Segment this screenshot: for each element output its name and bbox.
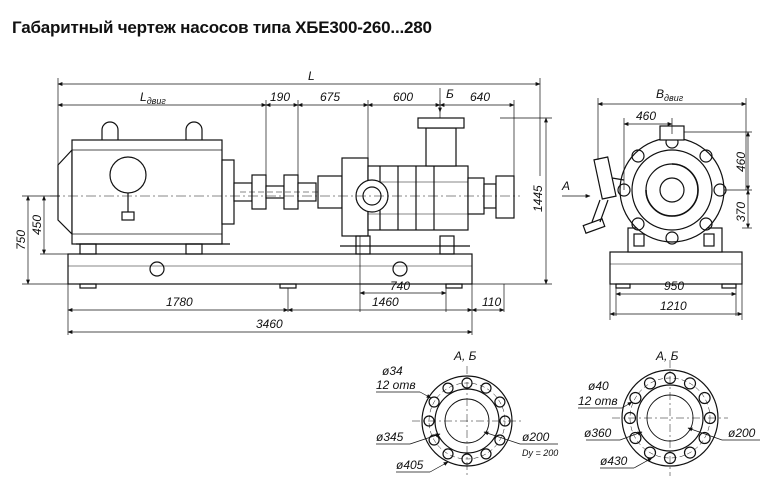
label-3460: 3460 — [256, 317, 283, 331]
flange-1 — [412, 366, 522, 476]
base-hole-right — [392, 261, 408, 277]
flange-2-labels: А, Б ø40 12 отв ø360 ø430 ø200 — [578, 349, 756, 468]
flange-1-d405: ø405 — [396, 458, 424, 472]
label-L-motor: Lдвиг — [140, 90, 166, 106]
flange-1-d200: ø200 — [522, 430, 550, 444]
label-750: 750 — [14, 230, 28, 250]
label-740: 740 — [390, 279, 410, 293]
flange-2-title: А, Б — [655, 349, 679, 363]
label-190: 190 — [270, 90, 290, 104]
base-hole-left — [149, 261, 165, 277]
end-casing — [619, 137, 725, 243]
label-1445: 1445 — [531, 185, 545, 212]
side-view — [50, 117, 520, 289]
flange-1-leaders — [376, 391, 558, 473]
label-950: 950 — [664, 279, 684, 293]
label-L: L — [308, 69, 315, 83]
coupling — [233, 174, 320, 210]
flange-2-d360: ø360 — [584, 426, 612, 440]
drawing-title: Габаритный чертеж насосов типа ХБЕ300-26… — [12, 18, 432, 37]
flange-2 — [612, 360, 728, 476]
label-arrow-b: Б — [446, 87, 454, 101]
label-460-height: 460 — [734, 152, 748, 172]
flange-2-holes: 12 отв — [578, 394, 618, 408]
flange-2-leaders — [578, 401, 760, 469]
side-dimension-labels: L Lдвиг 190 675 600 Б 640 1445 750 450 7… — [14, 69, 545, 331]
label-B-motor: Bдвиг — [656, 87, 684, 103]
motor — [57, 121, 235, 255]
label-370: 370 — [734, 202, 748, 222]
flange-1-labels: А, Б ø34 12 отв ø345 ø405 ø200 Dy = 200 — [376, 349, 558, 472]
flange-1-holes: 12 отв — [376, 378, 416, 392]
flange-2-hole-dia: ø40 — [588, 379, 609, 393]
side-dimensions — [22, 78, 552, 335]
flange-1-d345: ø345 — [376, 430, 404, 444]
label-600: 600 — [393, 90, 413, 104]
label-110: 110 — [482, 295, 501, 309]
end-view — [582, 125, 743, 289]
pump — [317, 117, 515, 255]
flange-1-title: А, Б — [453, 349, 477, 363]
flange-2-d430: ø430 — [600, 454, 628, 468]
label-675: 675 — [320, 90, 340, 104]
flange-1-dy: Dy = 200 — [522, 448, 558, 458]
flange-2-d200: ø200 — [728, 426, 756, 440]
label-arrow-a: А — [561, 179, 570, 193]
label-640: 640 — [470, 90, 490, 104]
motor-terminal-box — [109, 156, 147, 194]
end-dimensions — [562, 98, 752, 320]
label-460-width: 460 — [636, 109, 656, 123]
label-450: 450 — [30, 215, 44, 235]
flange-1-hole-dia: ø34 — [382, 364, 403, 378]
base-frame — [67, 253, 473, 285]
label-1780: 1780 — [166, 295, 193, 309]
label-1460: 1460 — [372, 295, 399, 309]
label-1210: 1210 — [660, 299, 687, 313]
end-dimension-labels: Bдвиг 460 А 460 370 950 1210 — [561, 87, 748, 313]
